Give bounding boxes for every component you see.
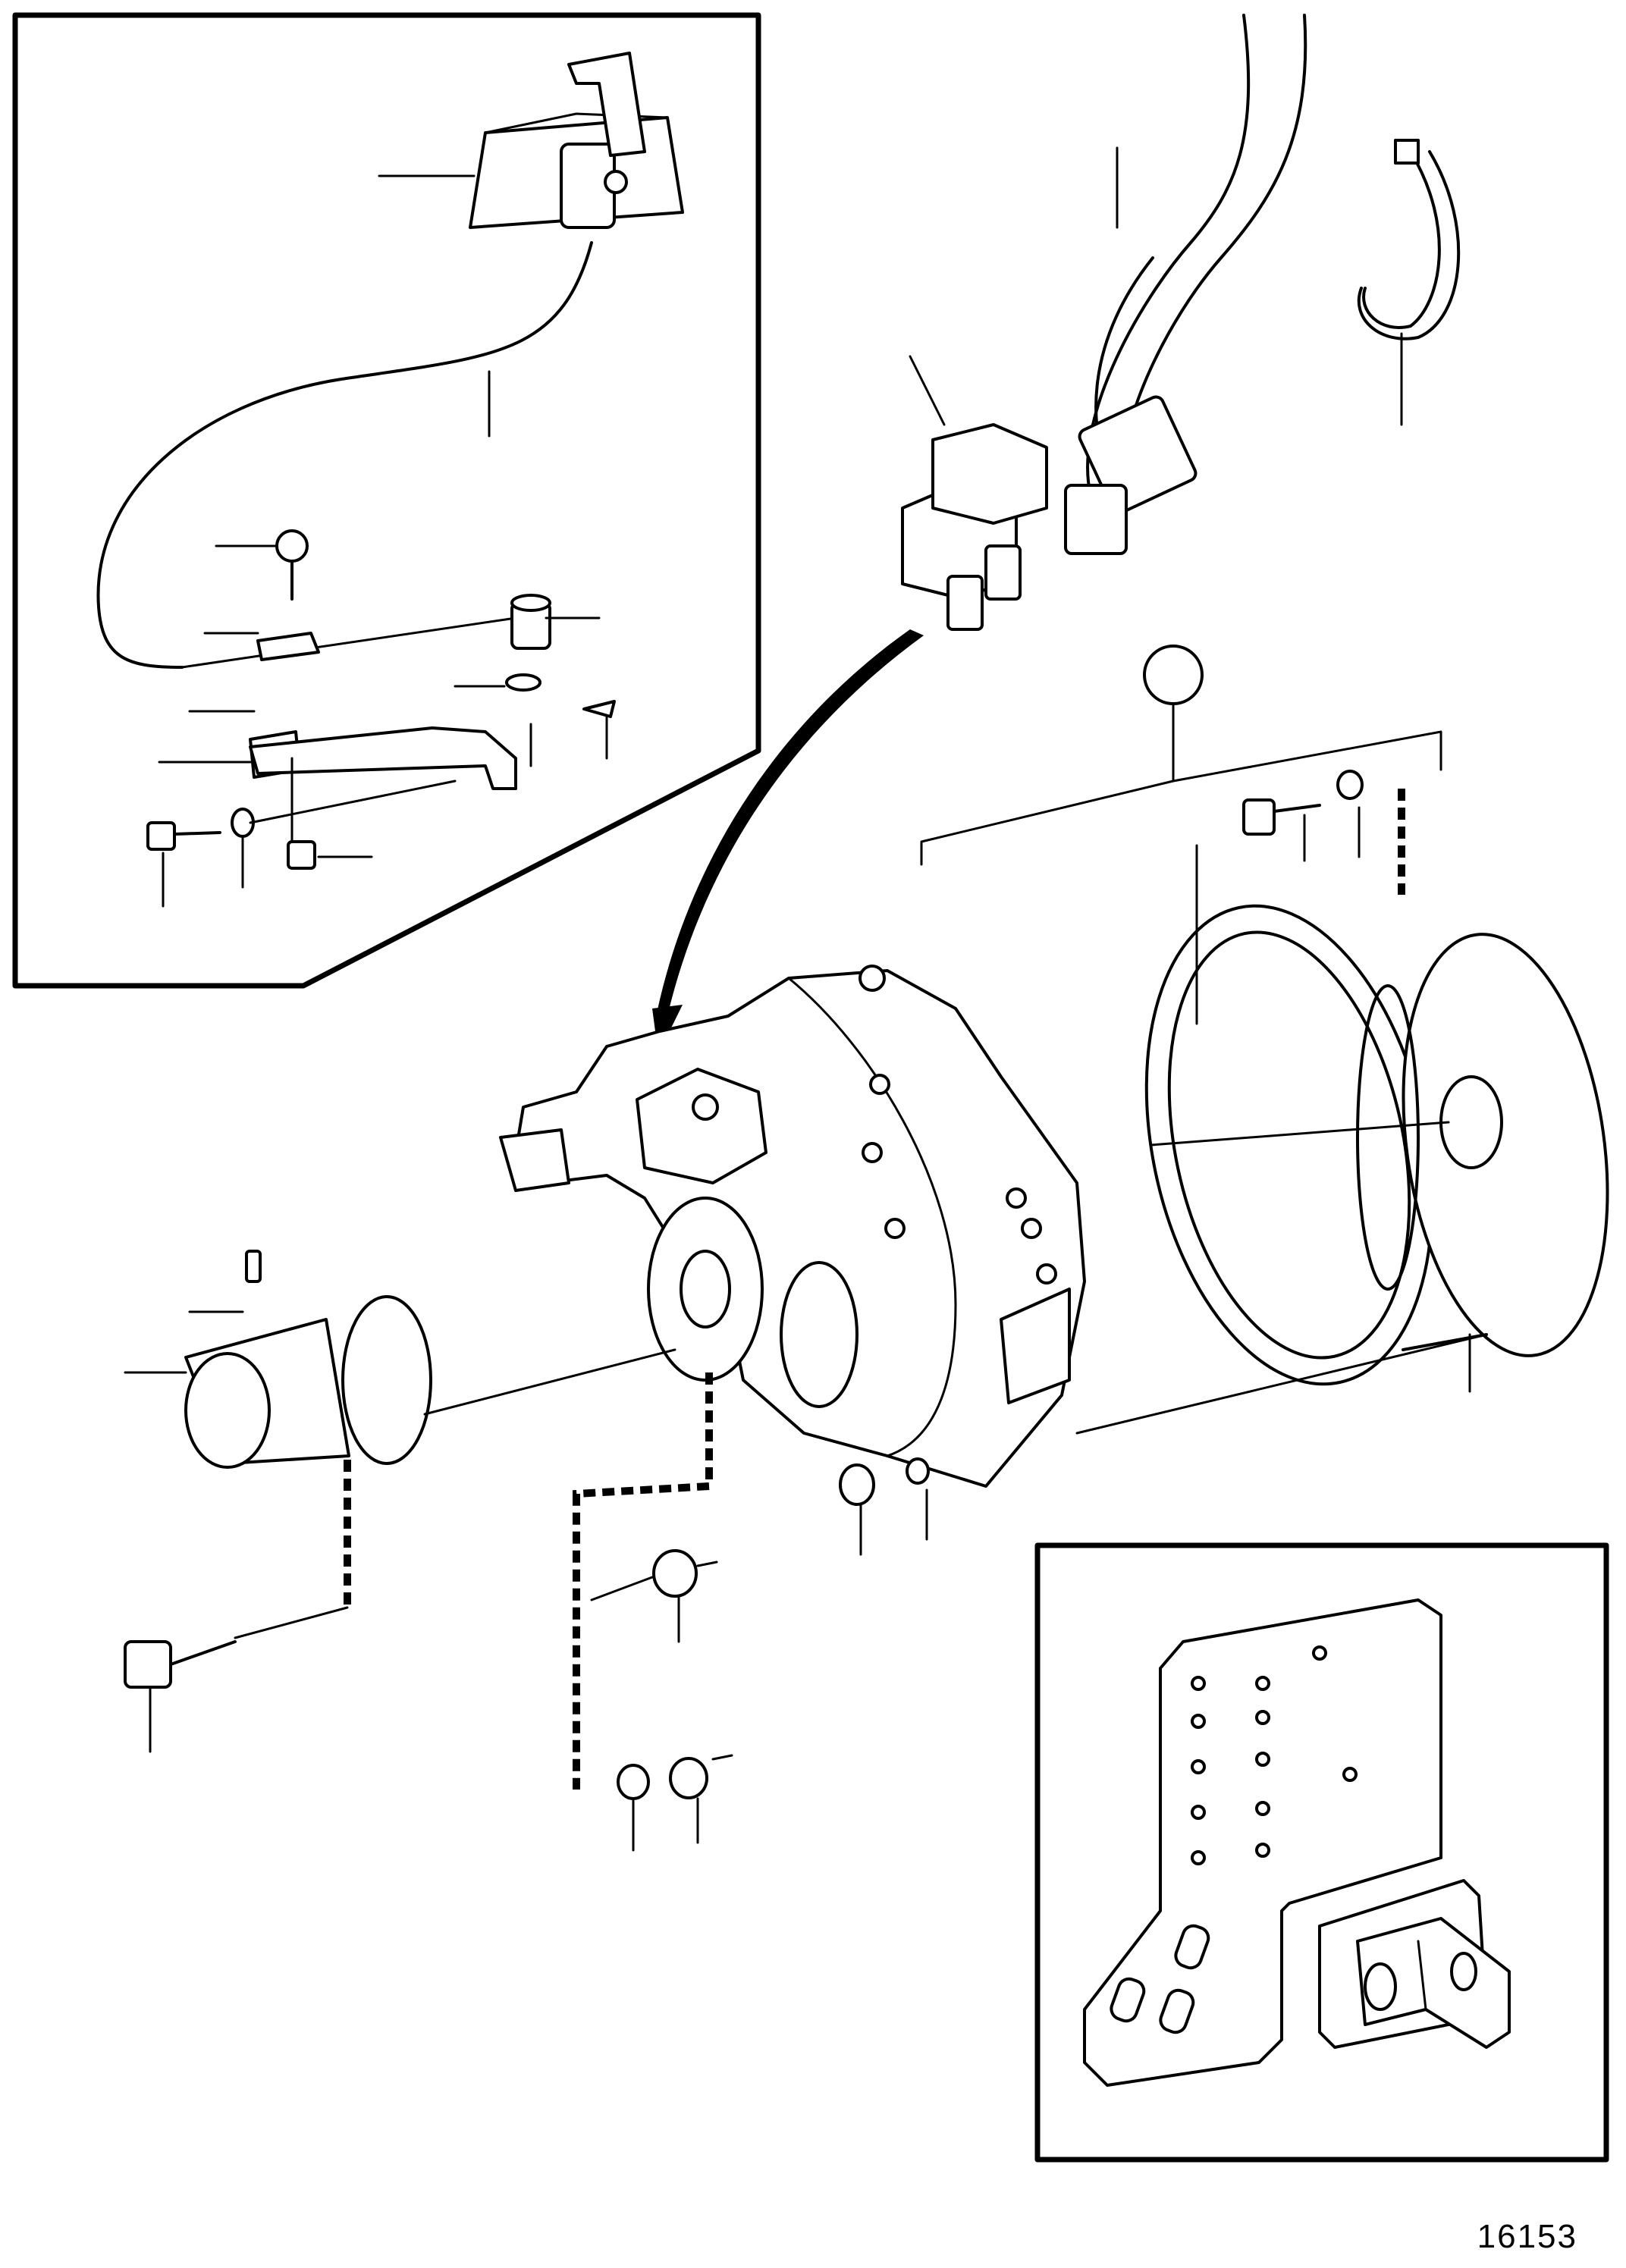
cable-end-fitting xyxy=(505,594,616,718)
inset-frame xyxy=(12,12,761,989)
control-lever-box xyxy=(469,52,684,229)
cable-tie xyxy=(1357,139,1461,426)
bolt-and-washer xyxy=(146,780,457,851)
stud-bottom-right xyxy=(1075,1333,1488,1435)
bolt-left xyxy=(124,1640,237,1753)
bracket-holes xyxy=(1110,1645,1358,2034)
mounting-foot xyxy=(1318,1879,1511,2049)
control-cable xyxy=(96,241,593,669)
cable-bracket xyxy=(249,529,517,870)
mounting-bracket-inset xyxy=(1034,1542,1609,2163)
circle-callout xyxy=(920,645,1442,895)
nut-and-washer xyxy=(839,1457,930,1556)
dashed-alignment-studs xyxy=(573,1372,713,1790)
bolt-and-washer-top xyxy=(1242,770,1364,862)
inset-frame-bottom xyxy=(1034,1542,1609,2163)
coupling-plate xyxy=(1150,933,1609,1357)
output-flange xyxy=(647,1197,764,1382)
figure-number: 16153 xyxy=(1477,2218,1577,2255)
solenoid-valve xyxy=(901,355,1198,631)
gearbox-housing xyxy=(499,965,1086,1488)
leader-lines-inset xyxy=(158,174,608,908)
stud-nuts xyxy=(590,1549,733,1852)
output-coupling xyxy=(124,1250,676,1469)
control-lever-inset xyxy=(12,12,761,989)
